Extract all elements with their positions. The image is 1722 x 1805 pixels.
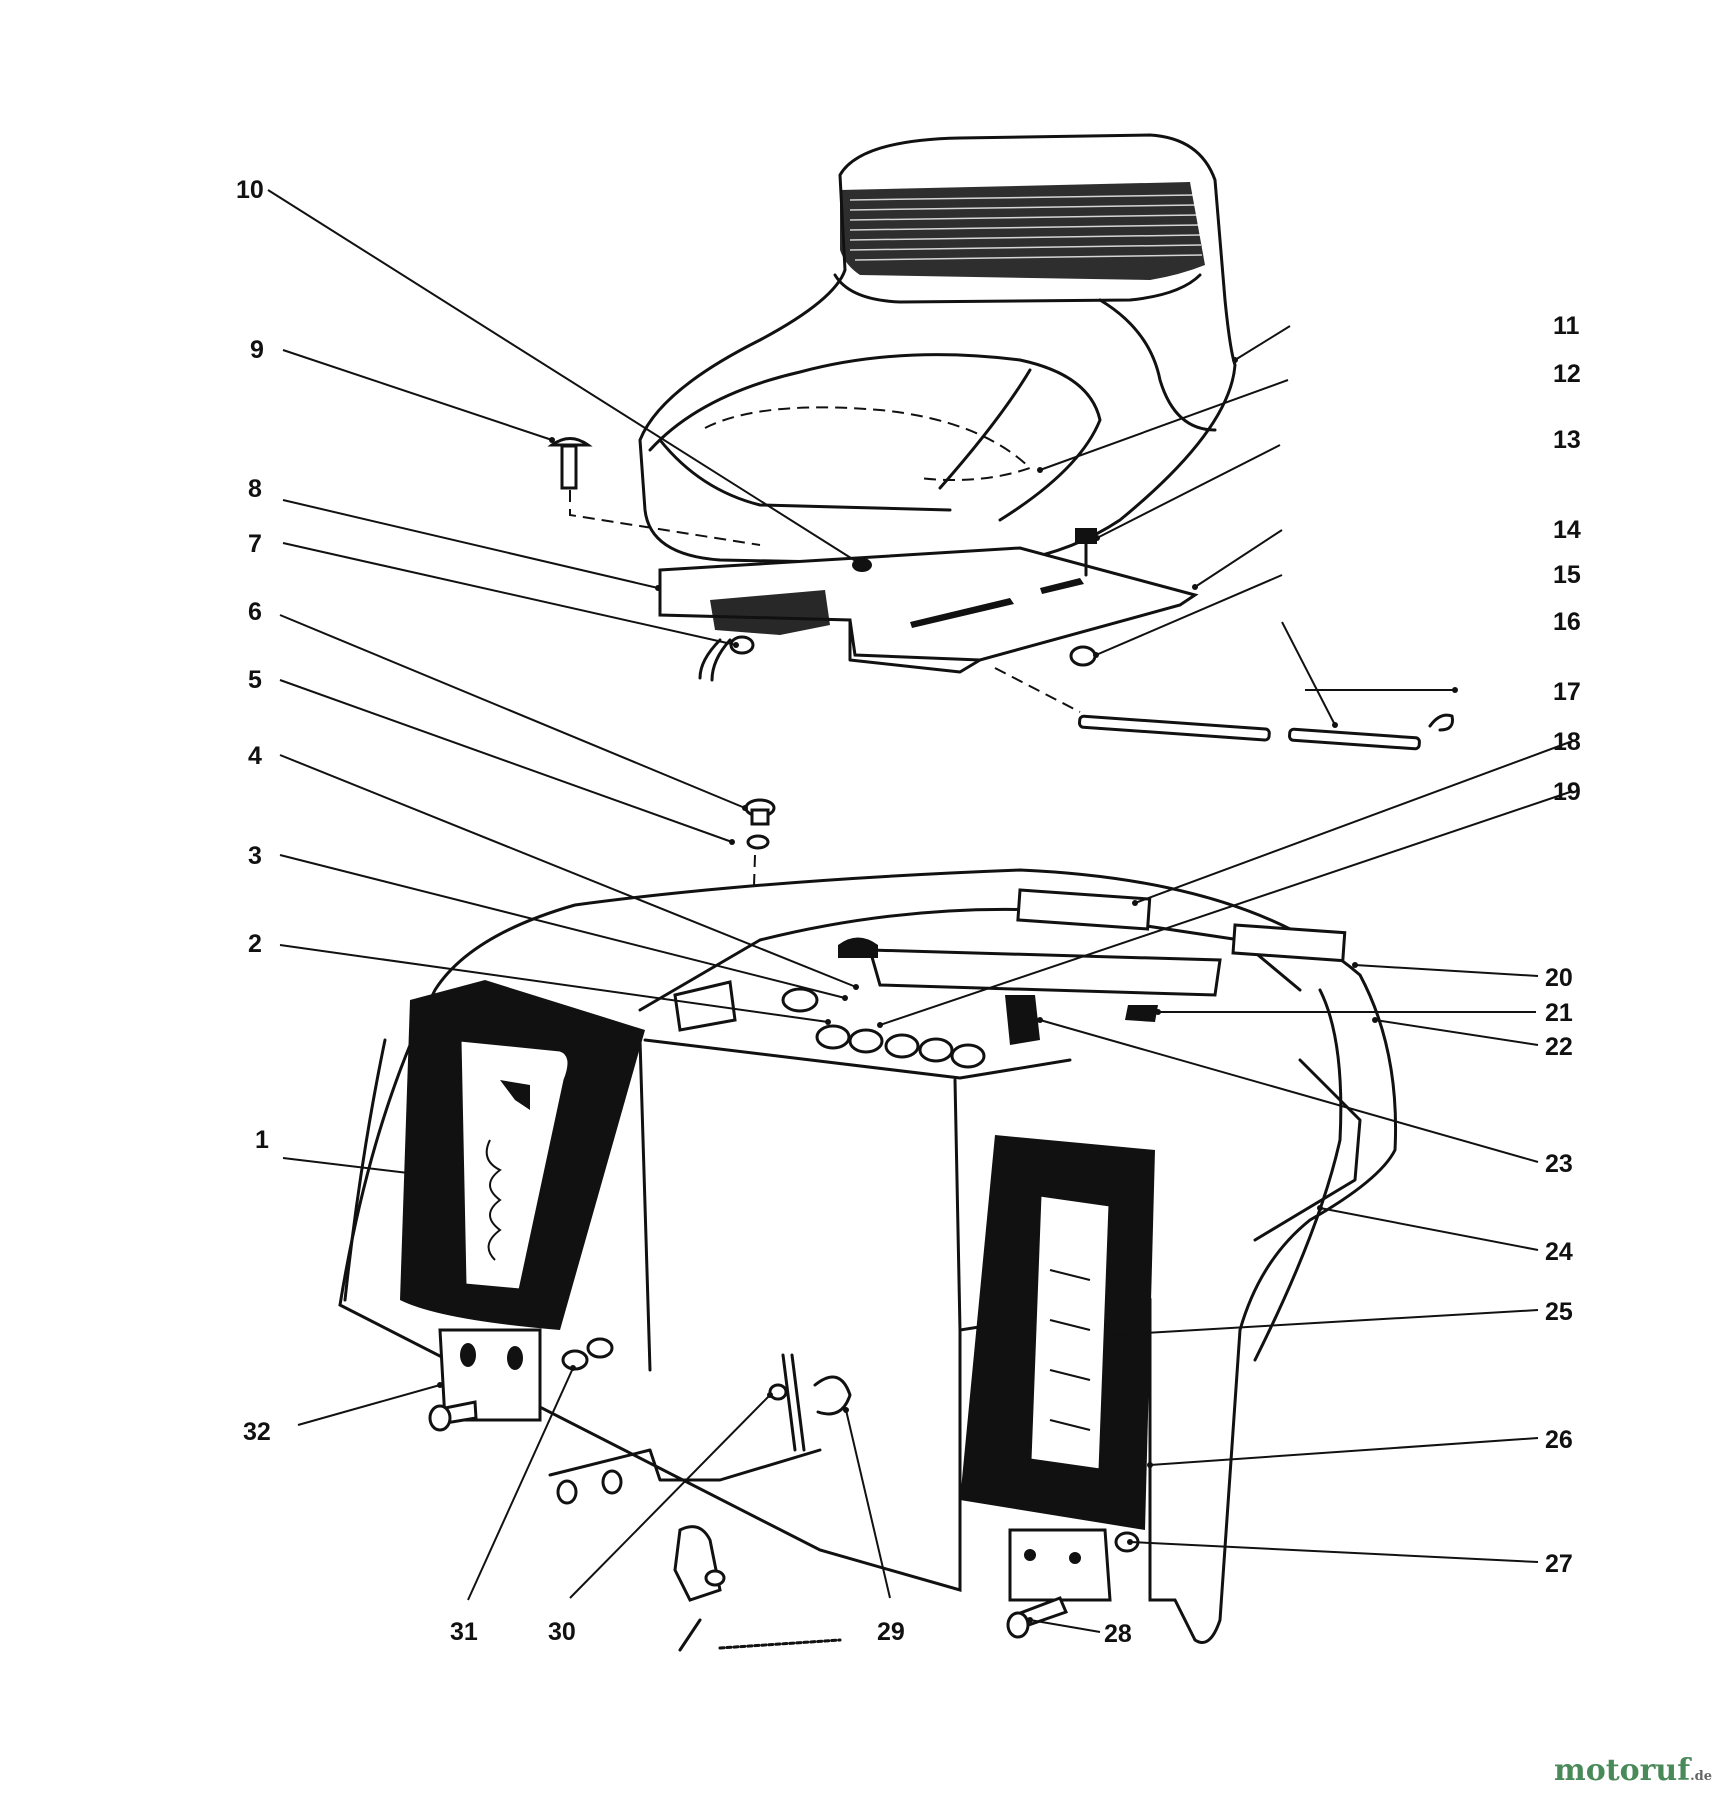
- label-20: 20: [1545, 964, 1573, 992]
- label-17: 17: [1553, 678, 1581, 706]
- left-gear-slot: [458, 1038, 571, 1292]
- label-23: 23: [1545, 1150, 1573, 1178]
- seat-knob: [1075, 528, 1097, 544]
- label-1: 1: [255, 1126, 269, 1154]
- watermark-logo: motoruf.de: [1554, 1753, 1712, 1788]
- control-21: [1125, 1005, 1158, 1022]
- label-26: 26: [1545, 1426, 1573, 1454]
- pivot-rod: [1078, 714, 1421, 751]
- label-7: 7: [248, 530, 262, 558]
- label-24: 24: [1545, 1238, 1573, 1266]
- decal-18: [1016, 888, 1152, 931]
- carriage-bolt-9: [547, 437, 593, 490]
- label-12: 12: [1553, 360, 1581, 388]
- label-3: 3: [248, 842, 262, 870]
- lower-hardware: [428, 1328, 1140, 1652]
- label-4: 4: [248, 742, 262, 770]
- label-29: 29: [877, 1618, 905, 1646]
- seat: [638, 133, 1237, 567]
- spring-29: [813, 1375, 852, 1416]
- slot-front: [910, 598, 1014, 628]
- nut-7: [729, 635, 755, 655]
- bracket-28: [1008, 1528, 1112, 1602]
- screw-30: [768, 1383, 788, 1401]
- label-14: 14: [1553, 516, 1581, 544]
- label-30: 30: [548, 1618, 576, 1646]
- label-9: 9: [250, 336, 264, 364]
- washer-5: [746, 834, 770, 850]
- watermark-suffix: .de: [1690, 1769, 1712, 1784]
- label-22: 22: [1545, 1033, 1573, 1061]
- label-5: 5: [248, 666, 262, 694]
- label-27: 27: [1545, 1550, 1573, 1578]
- throttle-lever: [1005, 995, 1040, 1045]
- seat-cushion: [648, 353, 1102, 522]
- label-25: 25: [1545, 1298, 1573, 1326]
- part-number-labels: 10 9 8 7 6 5 4 3 2 1 32 31 30 29 28 27 2…: [236, 176, 1581, 1648]
- label-18: 18: [1553, 728, 1581, 756]
- slot-rear: [1040, 578, 1084, 594]
- label-28: 28: [1104, 1620, 1132, 1648]
- screw-6: [744, 798, 776, 826]
- seat-hidden-edge: [704, 406, 1032, 482]
- label-10: 10: [236, 176, 264, 204]
- seat-back-pad: [840, 182, 1205, 280]
- label-6: 6: [248, 598, 262, 626]
- fuse-row: [781, 987, 986, 1069]
- right-gear-slot: [1028, 1193, 1112, 1472]
- label-15: 15: [1553, 561, 1581, 589]
- bracket-3: [673, 980, 737, 1032]
- hair-pin: [1428, 713, 1454, 732]
- choke-knob: [838, 937, 878, 958]
- label-32: 32: [243, 1418, 271, 1446]
- deck-opening: [867, 948, 1222, 997]
- control-panel: [673, 888, 1347, 1069]
- label-13: 13: [1553, 426, 1581, 454]
- watermark-brand: motoruf: [1553, 1753, 1691, 1788]
- fender-housing: [338, 868, 1398, 1644]
- mount-plate: [548, 1448, 822, 1482]
- safety-switch: [710, 590, 830, 635]
- label-11: 11: [1553, 312, 1580, 340]
- switch-wire: [698, 638, 722, 680]
- label-16: 16: [1553, 608, 1581, 636]
- label-21: 21: [1545, 999, 1573, 1027]
- leader-lines: [267, 189, 1571, 1633]
- nut-15: [1069, 645, 1097, 667]
- decal-20: [1231, 923, 1347, 963]
- bracket-lower: [673, 1525, 722, 1602]
- seat-back-roll: [833, 273, 1202, 304]
- seat-plate: [658, 528, 1199, 682]
- label-31: 31: [450, 1618, 478, 1646]
- label-19: 19: [1553, 778, 1581, 806]
- label-2: 2: [248, 930, 262, 958]
- label-8: 8: [248, 475, 262, 503]
